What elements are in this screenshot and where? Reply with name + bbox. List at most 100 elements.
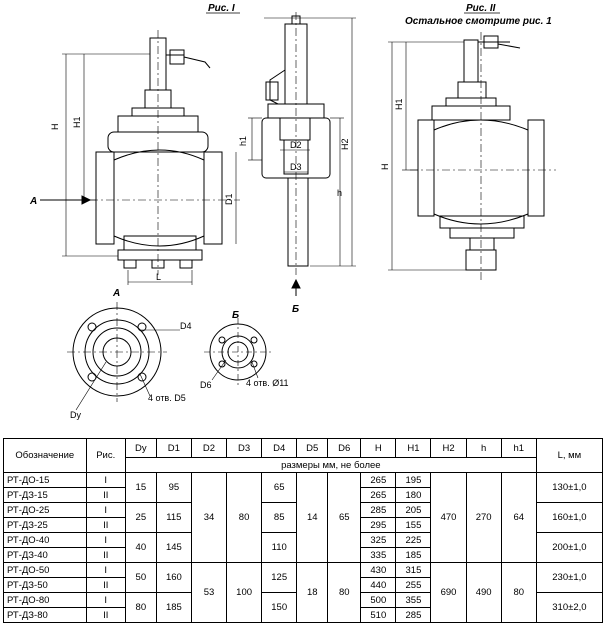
cell-h2: 470 — [430, 472, 467, 563]
cell-d1: 145 — [155, 532, 192, 563]
cell-fig: I — [85, 472, 126, 488]
dim-d4-label: D4 — [180, 321, 192, 331]
holes-b-label: 4 отв. Ø11 — [246, 378, 289, 388]
cell-h1: 225 — [395, 532, 432, 548]
cell-dy: 25 — [124, 502, 157, 533]
cell-fig: II — [85, 517, 126, 533]
cell-h1: 355 — [395, 592, 432, 608]
cell-d4: 65 — [261, 472, 298, 503]
fig1-valve-body — [95, 37, 223, 269]
dim-l-label: L — [156, 272, 161, 282]
cell-dy: 80 — [124, 592, 157, 623]
cell-d3: 80 — [226, 472, 263, 563]
dim-h2-label: H2 — [340, 138, 350, 150]
cell-h: 325 — [360, 532, 397, 548]
view-b-leaders — [211, 359, 259, 381]
fig2-valve-body — [417, 35, 545, 271]
header-cell: H — [360, 438, 397, 458]
cell-d4: 85 — [261, 502, 298, 533]
cell-h: 430 — [360, 562, 397, 578]
table-row: РТ-ДО-50 I 50 160 53 100 125 18 80 430 3… — [3, 562, 604, 623]
header-cell: h1 — [500, 438, 537, 458]
cell-l: 310±2,0 — [535, 592, 604, 623]
fig2-centerlines — [410, 32, 556, 280]
cell-fig: II — [85, 607, 126, 623]
cell-fig: II — [85, 547, 126, 563]
cell-h1: 285 — [395, 607, 432, 623]
cell-h1: 255 — [395, 577, 432, 593]
cell-hh1: 80 — [500, 562, 537, 623]
table-row: РТ-ДО-40 I 40 145 110 325 225 200±1,0 — [3, 532, 604, 563]
header-row: Обозначение Рис. Dy D1 D2 D3 D4 D5 D6 H … — [3, 438, 604, 473]
dim-d1-label: D1 — [224, 193, 234, 205]
fig1-dimensions — [62, 53, 237, 285]
cell-name: РТ-ДЗ-40 — [3, 547, 87, 563]
cell-h1: 195 — [395, 472, 432, 488]
cell-d1: 95 — [155, 472, 192, 503]
cell-d6: 80 — [327, 562, 362, 623]
header-cell: Рис. — [85, 438, 126, 473]
cell-h1: 180 — [395, 487, 432, 503]
table-row: РТ-ДЗ-50 II 440 255 — [3, 577, 603, 593]
cell-name: РТ-ДО-40 — [3, 532, 87, 548]
technical-drawing: Рис. I Рис. II Остальное смотрите рис. 1… — [29, 3, 556, 420]
fig1-caption: Рис. I — [208, 3, 235, 14]
fig2-caption: Рис. II — [466, 3, 496, 14]
cell-hh1: 64 — [500, 472, 537, 563]
cell-h: 295 — [360, 517, 397, 533]
cell-dy: 15 — [124, 472, 157, 503]
header-cell: D4 — [261, 438, 298, 458]
dim-dy-label: Dy — [70, 410, 81, 420]
cell-d6: 65 — [327, 472, 362, 563]
view-b-centerlines — [204, 318, 272, 386]
cell-h1: 185 — [395, 547, 432, 563]
cell-d4: 125 — [261, 562, 298, 593]
arrow-b-head — [291, 278, 301, 289]
cell-name: РТ-ДО-15 — [3, 472, 87, 488]
dim-h1-label: H1 — [72, 116, 82, 128]
view-a-label: А — [112, 288, 120, 299]
cell-d2: 34 — [190, 472, 228, 563]
view-a-leaders — [75, 329, 180, 411]
cell-h1: 205 — [395, 502, 432, 518]
view-b-label: Б — [232, 310, 239, 321]
header-cell: D6 — [327, 438, 362, 458]
header-cell: D2 — [190, 438, 228, 458]
cell-d2: 53 — [190, 562, 228, 623]
header-cell: D3 — [226, 438, 263, 458]
fig1-centerlines — [90, 30, 240, 275]
table-row: РТ-ДЗ-15 II 265 180 — [3, 487, 603, 503]
holes-a-label: 4 отв. D5 — [148, 393, 186, 403]
cell-d4: 110 — [261, 532, 298, 563]
cell-h1: 315 — [395, 562, 432, 578]
cell-name: РТ-ДО-80 — [3, 592, 87, 608]
dim-d6-label: D6 — [200, 380, 212, 390]
header-cell: Dy — [124, 438, 157, 458]
cell-h1: 155 — [395, 517, 432, 533]
fig2-note: Остальное смотрите рис. 1 — [405, 16, 552, 27]
cell-fig: I — [85, 562, 126, 578]
cell-name: РТ-ДЗ-25 — [3, 517, 87, 533]
header-cell: D5 — [296, 438, 329, 458]
header-cell: H1 — [395, 438, 432, 458]
cell-d5: 18 — [296, 562, 329, 623]
cell-h: 510 — [360, 607, 397, 623]
spec-table: Обозначение Рис. Dy D1 D2 D3 D4 D5 D6 H … — [3, 438, 604, 623]
cell-d1: 115 — [155, 502, 192, 533]
header-cell: H2 — [430, 438, 467, 458]
view-a-centerlines — [67, 302, 167, 402]
cell-fig: I — [85, 532, 126, 548]
cell-name: РТ-ДЗ-80 — [3, 607, 87, 623]
cell-h: 335 — [360, 547, 397, 563]
fig2-dim-h1-label: H1 — [394, 98, 404, 110]
cell-h: 265 — [360, 472, 397, 488]
header-cell: L, мм — [535, 438, 604, 473]
cell-fig: II — [85, 487, 126, 503]
cell-d4: 150 — [261, 592, 298, 623]
cell-d1: 160 — [155, 562, 192, 593]
dim-h-label: H — [50, 124, 60, 131]
arrow-b-label: Б — [292, 304, 299, 315]
cell-dy: 50 — [124, 562, 157, 593]
table-row: РТ-ДЗ-25 II 295 155 — [3, 517, 603, 533]
table-row: РТ-ДО-25 I 25 115 85 285 205 160±1,0 — [3, 502, 604, 533]
